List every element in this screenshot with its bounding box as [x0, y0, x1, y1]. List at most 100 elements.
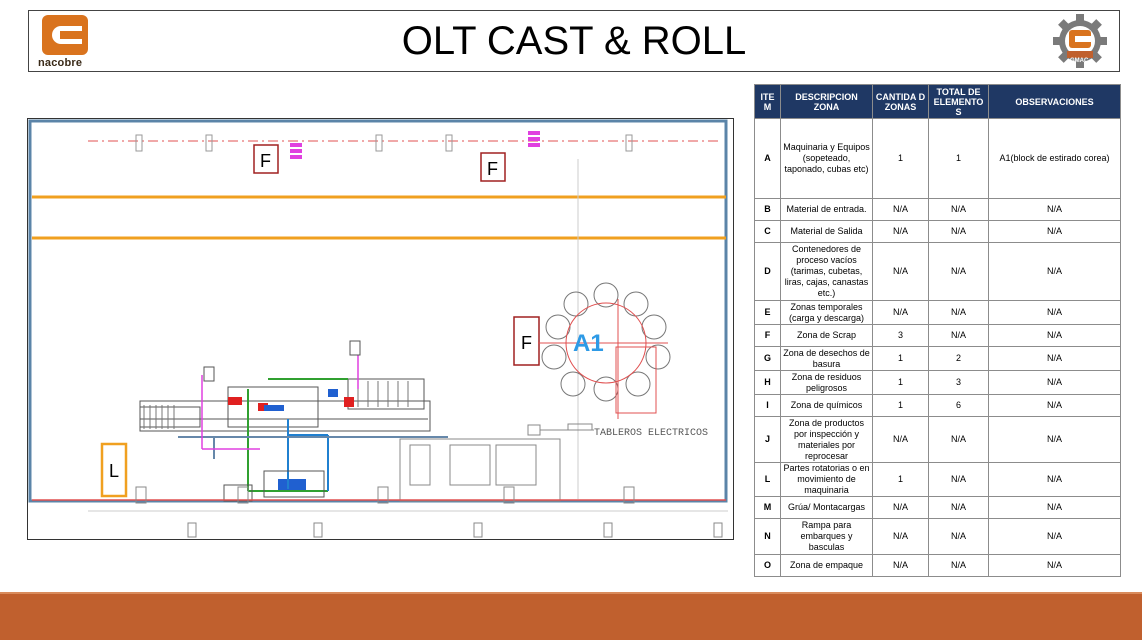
item-cell: H	[754, 370, 781, 395]
observations-cell: N/A	[988, 462, 1121, 497]
item-cell: F	[754, 324, 781, 347]
description-cell: Zona de Scrap	[780, 324, 873, 347]
total-elements-cell: N/A	[928, 300, 989, 325]
item-cell: M	[754, 496, 781, 519]
table-row: G Zona de desechos de basura 1 2 N/A	[754, 346, 1121, 371]
item-cell: O	[754, 554, 781, 577]
zone-count-cell: 1	[872, 462, 929, 497]
zone-l-label: L	[109, 461, 119, 481]
description-cell: Zona de residuos peligrosos	[780, 370, 873, 395]
total-elements-cell: N/A	[928, 462, 989, 497]
item-cell: J	[754, 416, 781, 463]
description-cell: Zona de desechos de basura	[780, 346, 873, 371]
table-row: L Partes rotatorias o en movimiento de m…	[754, 462, 1121, 497]
zone-f-label-2: F	[487, 159, 498, 179]
gmac-logo: GMAC	[1051, 14, 1109, 70]
description-cell: Material de Salida	[780, 220, 873, 243]
total-elements-cell: N/A	[928, 518, 989, 555]
observations-cell: A1(block de estirado corea)	[988, 118, 1121, 199]
total-elements-cell: N/A	[928, 242, 989, 301]
description-cell: Contenedores de proceso vacíos (tarimas,…	[780, 242, 873, 301]
total-elements-cell: N/A	[928, 554, 989, 577]
item-cell: I	[754, 394, 781, 417]
table-row: H Zona de residuos peligrosos 1 3 N/A	[754, 370, 1121, 395]
zone-count-cell: N/A	[872, 300, 929, 325]
zone-count-cell: N/A	[872, 518, 929, 555]
observations-cell: N/A	[988, 220, 1121, 243]
item-cell: N	[754, 518, 781, 555]
zones-table-container: ITE M DESCRIPCION ZONA CANTIDA D ZONAS T…	[754, 84, 1121, 577]
observations-cell: N/A	[988, 518, 1121, 555]
item-cell: A	[754, 118, 781, 199]
zone-count-cell: 1	[872, 394, 929, 417]
description-cell: Zona de químicos	[780, 394, 873, 417]
observations-cell: N/A	[988, 370, 1121, 395]
gmac-logo-text: GMAC	[1070, 58, 1089, 64]
observations-cell: N/A	[988, 324, 1121, 347]
title-banner: nacobre OLT CAST & ROLL	[28, 10, 1120, 72]
column-header-zone-count: CANTIDA D ZONAS	[872, 84, 929, 119]
description-cell: Zonas temporales (carga y descarga)	[780, 300, 873, 325]
description-cell: Rampa para embarques y basculas	[780, 518, 873, 555]
table-row: J Zona de productos por inspección y mat…	[754, 416, 1121, 463]
total-elements-cell: 6	[928, 394, 989, 417]
observations-cell: N/A	[988, 346, 1121, 371]
footer-accent-line	[0, 592, 1142, 594]
description-cell: Partes rotatorias o en movimiento de maq…	[780, 462, 873, 497]
zone-a1-label: A1	[573, 330, 604, 357]
zone-count-cell: 1	[872, 370, 929, 395]
column-header-total-elements: TOTAL DE ELEMENTO S	[928, 84, 989, 119]
table-row: I Zona de químicos 1 6 N/A	[754, 394, 1121, 417]
observations-cell: N/A	[988, 496, 1121, 519]
total-elements-cell: N/A	[928, 198, 989, 221]
page-title: OLT CAST & ROLL	[401, 19, 747, 63]
description-cell: Zona de empaque	[780, 554, 873, 577]
table-row: M Grúa/ Montacargas N/A N/A N/A	[754, 496, 1121, 519]
zone-count-cell: 1	[872, 118, 929, 199]
nacobre-logo: nacobre	[38, 15, 108, 71]
column-header-observations: OBSERVACIONES	[988, 84, 1121, 119]
total-elements-cell: 1	[928, 118, 989, 199]
item-cell: G	[754, 346, 781, 371]
zone-count-cell: N/A	[872, 496, 929, 519]
column-header-description: DESCRIPCION ZONA	[780, 84, 873, 119]
zone-count-cell: N/A	[872, 554, 929, 577]
zone-count-cell: N/A	[872, 416, 929, 463]
nacobre-logo-mark	[42, 15, 88, 55]
item-cell: B	[754, 198, 781, 221]
total-elements-cell: N/A	[928, 324, 989, 347]
table-row: O Zona de empaque N/A N/A N/A	[754, 554, 1121, 577]
item-cell: C	[754, 220, 781, 243]
table-row: E Zonas temporales (carga y descarga) N/…	[754, 300, 1121, 325]
zones-table: ITE M DESCRIPCION ZONA CANTIDA D ZONAS T…	[754, 84, 1121, 577]
item-cell: E	[754, 300, 781, 325]
observations-cell: N/A	[988, 416, 1121, 463]
zone-count-cell: 1	[872, 346, 929, 371]
table-row: F Zona de Scrap 3 N/A N/A	[754, 324, 1121, 347]
zone-count-cell: N/A	[872, 220, 929, 243]
description-cell: Zona de productos por inspección y mater…	[780, 416, 873, 463]
description-cell: Grúa/ Montacargas	[780, 496, 873, 519]
total-elements-cell: 3	[928, 370, 989, 395]
zone-f-label-3: F	[521, 333, 532, 353]
total-elements-cell: N/A	[928, 496, 989, 519]
observations-cell: N/A	[988, 300, 1121, 325]
zone-f-label-1: F	[260, 151, 271, 171]
gear-icon	[1053, 14, 1107, 68]
column-header-item: ITE M	[754, 84, 781, 119]
description-cell: Material de entrada.	[780, 198, 873, 221]
total-elements-cell: N/A	[928, 416, 989, 463]
total-elements-cell: N/A	[928, 220, 989, 243]
zone-count-cell: N/A	[872, 198, 929, 221]
table-row: B Material de entrada. N/A N/A N/A	[754, 198, 1121, 221]
total-elements-cell: 2	[928, 346, 989, 371]
footer-bar	[0, 594, 1142, 640]
floor-plan: F F F A1 TABLEROS ELECTRICOS	[27, 118, 734, 540]
description-cell: Maquinaria y Equipos (sopeteado, taponad…	[780, 118, 873, 199]
electrical-panels-label: TABLEROS ELECTRICOS	[594, 428, 708, 439]
observations-cell: N/A	[988, 242, 1121, 301]
observations-cell: N/A	[988, 198, 1121, 221]
table-row: D Contenedores de proceso vacíos (tarima…	[754, 242, 1121, 301]
item-cell: D	[754, 242, 781, 301]
zone-count-cell: 3	[872, 324, 929, 347]
